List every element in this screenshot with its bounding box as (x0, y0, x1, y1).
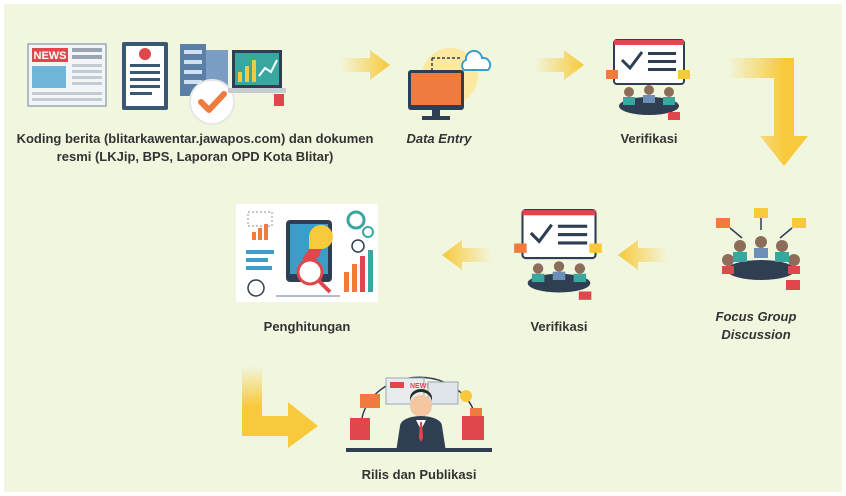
server-check-icon (180, 44, 235, 125)
arrow-data-entry-to-verifikasi (534, 50, 584, 80)
verification-meeting-icon (606, 39, 690, 120)
penghitungan-label: Penghitungan (263, 319, 351, 334)
news-icon-text: NEWS (34, 50, 67, 62)
rilis-label: Rilis dan Publikasi (361, 467, 477, 482)
arrow-source-to-data-entry (340, 50, 390, 80)
fgd-label: Focus Group Discussion (715, 309, 797, 342)
analytics-dashboard-icon (228, 50, 286, 106)
focus-group-icon (716, 208, 806, 290)
verifikasi-1-label: Verifikasi (620, 131, 678, 146)
rilis-news-icon-text: NEWS (410, 383, 431, 390)
publication-news-icon: NEWS (346, 376, 492, 452)
arrow-verifikasi-to-fgd (728, 58, 808, 166)
verification-meeting-icon-2 (514, 209, 602, 300)
document-icon (122, 42, 168, 110)
data-entry-label: Data Entry (406, 131, 472, 146)
verifikasi-2-label: Verifikasi (530, 319, 588, 334)
arrow-fgd-to-verifikasi (618, 240, 668, 270)
calculation-analytics-icon (236, 204, 378, 302)
arrow-verifikasi-to-penghitungan (442, 240, 492, 270)
source-label: Koding berita (blitarkawentar.jawapos.co… (16, 131, 374, 164)
computer-cloud-icon (408, 48, 492, 120)
newspaper-icon: NEWS (27, 43, 107, 107)
arrow-penghitungan-to-rilis (242, 366, 318, 448)
